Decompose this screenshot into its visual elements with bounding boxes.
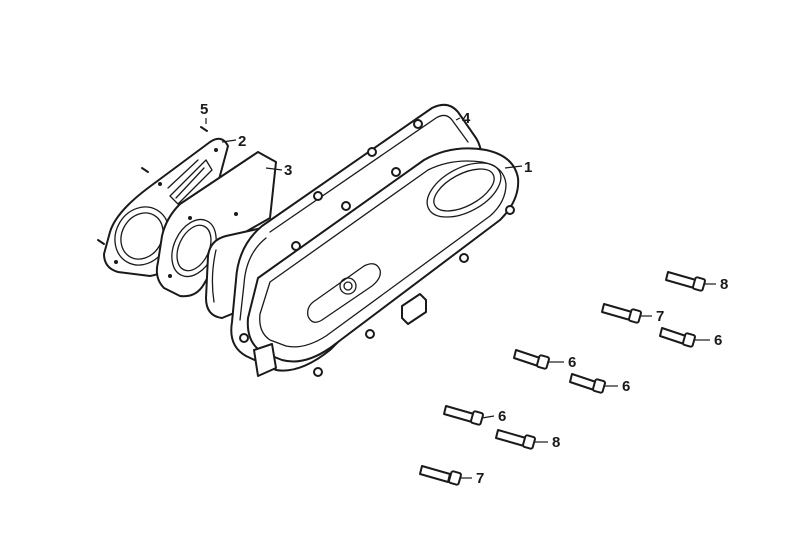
- callout-8-upper: 8: [720, 276, 728, 293]
- bolt-8-upper: [665, 271, 706, 292]
- crankcase-cover-part-1: [205, 103, 520, 377]
- screw-icons: [97, 126, 208, 245]
- callout-2: 2: [238, 133, 246, 150]
- callout-1: 1: [524, 159, 532, 176]
- callout-6-middle: 6: [568, 354, 576, 371]
- callout-6-mid-right: 6: [622, 378, 630, 395]
- callout-6-lower: 6: [498, 408, 506, 425]
- bolt-6-mid-right: [569, 373, 606, 394]
- callout-8-lower: 8: [552, 434, 560, 451]
- bolt-6-middle: [513, 349, 550, 370]
- callout-7-lower: 7: [476, 470, 484, 487]
- gasket-plate-part-2: [103, 137, 229, 277]
- bolt-6-right: [659, 327, 696, 348]
- callout-7-upper: 7: [656, 308, 664, 325]
- bolt-6-lower: [443, 405, 484, 426]
- bolt-8-lower: [495, 429, 536, 450]
- callout-3: 3: [284, 162, 292, 179]
- leader-lines: [205, 117, 716, 479]
- callout-6-right: 6: [714, 332, 722, 349]
- callout-5: 5: [200, 101, 208, 118]
- bolt-7-upper: [601, 303, 642, 324]
- callout-4: 4: [462, 110, 471, 127]
- bolt-7-lower: [419, 465, 462, 486]
